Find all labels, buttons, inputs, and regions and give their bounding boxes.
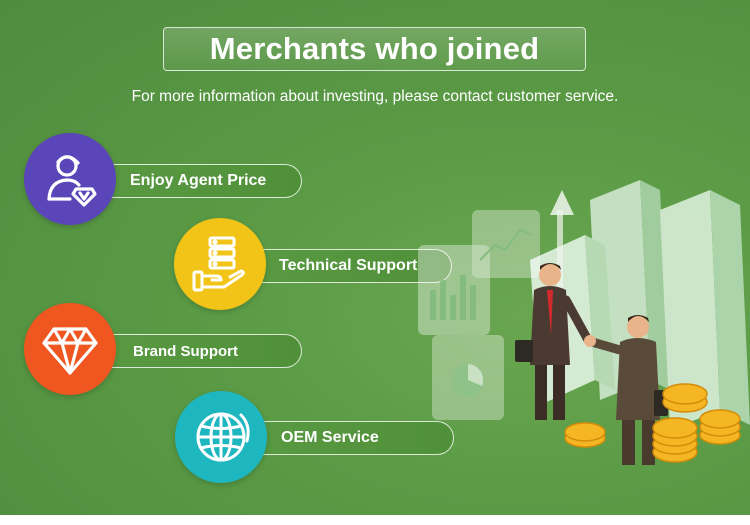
business-handshake-illustration	[418, 180, 750, 465]
server-hand-icon	[192, 236, 245, 292]
businessman-left	[515, 263, 593, 420]
subtitle: For more information about investing, pl…	[131, 88, 619, 105]
user-diamond-icon	[47, 155, 97, 207]
coin-stacks	[564, 383, 741, 463]
bottom-border	[0, 515, 750, 525]
diamond-icon	[42, 327, 98, 375]
feature-circle	[175, 391, 267, 483]
globe-icon	[196, 412, 250, 462]
feature-pill: Brand Support	[90, 334, 302, 368]
feature-label: OEM Service	[281, 429, 379, 446]
feature-pill: Technical Support	[234, 249, 452, 283]
feature-label: Enjoy Agent Price	[130, 172, 267, 189]
feature-pill: Enjoy Agent Price	[88, 164, 302, 198]
chart-panels	[418, 210, 540, 420]
feature-label: Technical Support	[279, 257, 418, 274]
page-title: Merchants who joined	[209, 31, 540, 66]
feature-circle	[174, 218, 266, 310]
businessman-right	[584, 315, 668, 465]
feature-pill: OEM Service	[236, 421, 454, 455]
title-box: Merchants who joined	[163, 27, 586, 71]
feature-circle	[24, 303, 116, 395]
feature-circle	[24, 133, 116, 225]
feature-label: Brand Support	[133, 342, 238, 360]
